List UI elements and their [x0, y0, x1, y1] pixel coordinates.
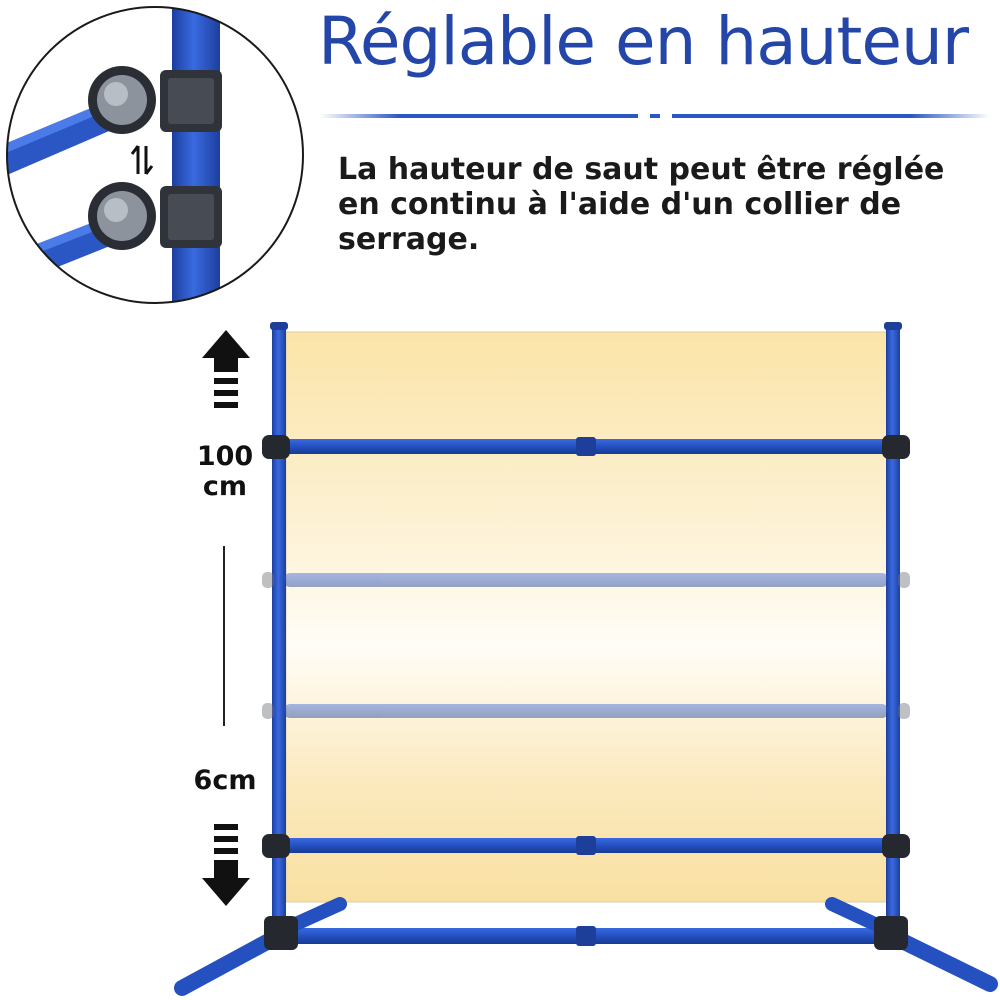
title-underline	[320, 114, 638, 118]
min-height-label: 6cm	[193, 765, 257, 796]
title-underline-dot	[650, 114, 660, 118]
adjust-arrows-icon	[130, 145, 154, 175]
left-upright	[272, 326, 286, 926]
crossbar-bottom	[262, 834, 910, 858]
title-underline	[672, 114, 990, 118]
arrow-up-icon	[202, 330, 250, 408]
clamp-detail-icon	[6, 6, 304, 304]
right-upright	[886, 326, 900, 926]
base-frame	[174, 897, 998, 996]
arrow-down-icon	[202, 824, 250, 906]
description-text: La hauteur de saut peut être réglée en c…	[338, 152, 945, 257]
bar-position-ghost-1	[262, 572, 910, 588]
jump-panel	[286, 332, 888, 902]
crossbar-top	[262, 435, 910, 459]
bar-position-ghost-2	[262, 703, 910, 719]
page-title: Réglable en hauteur	[318, 3, 969, 80]
max-height-label: 100 cm	[196, 441, 254, 502]
